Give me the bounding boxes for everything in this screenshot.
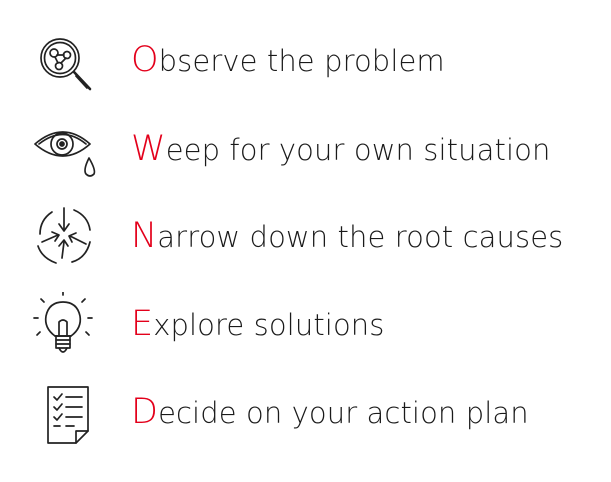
step-text: arrow down the root causes — [157, 220, 564, 254]
step-label: Decide on your action plan — [131, 392, 529, 432]
lightbulb-icon — [30, 292, 100, 362]
step-text: xplore solutions — [153, 308, 385, 342]
step-label: Observe the problem — [131, 40, 445, 80]
step-explore: Explore solutions — [0, 288, 611, 368]
step-label: Weep for your own situation — [131, 129, 550, 169]
converging-arrows-icon — [30, 202, 100, 272]
step-initial: E — [131, 304, 154, 344]
step-initial: D — [131, 392, 159, 432]
step-weep: Weep for your own situation — [0, 112, 611, 192]
step-label: Explore solutions — [131, 304, 384, 344]
crying-eye-icon — [30, 118, 100, 188]
step-initial: O — [131, 40, 159, 80]
step-text: ecide on your action plan — [158, 396, 529, 430]
step-text: eep for your own situation — [165, 133, 551, 167]
checklist-icon — [30, 379, 100, 449]
step-initial: N — [131, 216, 158, 256]
magnifier-icon — [30, 28, 100, 98]
step-label: Narrow down the root causes — [131, 216, 563, 256]
step-observe: Observe the problem — [0, 24, 611, 104]
step-narrow: Narrow down the root causes — [0, 200, 611, 280]
step-initial: W — [131, 129, 166, 169]
step-decide: Decide on your action plan — [0, 376, 611, 456]
step-text: bserve the problem — [158, 44, 445, 78]
